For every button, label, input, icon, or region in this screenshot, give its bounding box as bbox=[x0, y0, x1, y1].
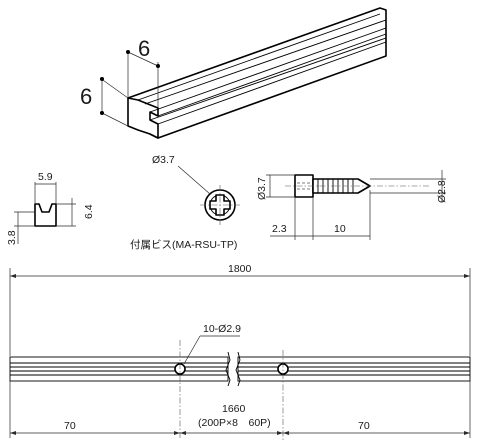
rail-groove-line-4 bbox=[149, 37, 387, 121]
rail-edge-line-1 bbox=[137, 13, 381, 101]
hole-leader bbox=[183, 335, 201, 365]
rail-end-face bbox=[127, 97, 159, 139]
width-dim-dot-left bbox=[126, 50, 130, 54]
screw-side-view: Ø3.7 Ø2.8 2.3 10 bbox=[256, 170, 448, 240]
break-line-right bbox=[235, 351, 241, 387]
plan-bottom-arrow-r1 bbox=[283, 431, 289, 435]
plan-bottom-arrow-m1 bbox=[180, 431, 186, 435]
plan-bottom-arrow-m2 bbox=[277, 431, 283, 435]
screw-body-length-label: 10 bbox=[334, 223, 346, 235]
section-profile bbox=[34, 203, 57, 227]
plan-total-label: 1800 bbox=[228, 263, 252, 275]
screw-head-length-label: 2.3 bbox=[272, 223, 287, 235]
screw-head-dia-label: Ø3.7 bbox=[152, 154, 175, 166]
rail-body bbox=[127, 7, 387, 139]
screw-head-leader bbox=[177, 165, 211, 195]
width-label: 6 bbox=[138, 36, 150, 61]
rail-plan-view: 1800 10-Ø2.9 70 1660 bbox=[9, 263, 471, 440]
rail-groove-line-2 bbox=[157, 33, 387, 117]
plan-total-arrow-left bbox=[10, 274, 16, 278]
right-end-label: 70 bbox=[358, 420, 370, 432]
screw-tip-dia-label: Ø2.8 bbox=[436, 180, 448, 203]
height-ext-bottom bbox=[99, 111, 129, 127]
screw-caption: 付属ビス(MA-RSU-TP) bbox=[130, 238, 237, 251]
screw-body-head-dia-label: Ø3.7 bbox=[256, 177, 268, 200]
section-view: 5.9 6.4 3.8 bbox=[6, 171, 95, 245]
rail-3d-view: 6 6 bbox=[80, 7, 387, 139]
section-base-label: 3.8 bbox=[6, 230, 18, 245]
plan-bottom-arrow-l2 bbox=[174, 431, 180, 435]
plan-bottom-arrow-r2 bbox=[464, 431, 470, 435]
height-dim-dot-bottom bbox=[100, 111, 104, 115]
height-ext-top bbox=[99, 77, 129, 99]
section-width-label: 5.9 bbox=[38, 171, 53, 183]
height-dim-dot-top bbox=[100, 77, 104, 81]
plan-bottom-arrow-l1 bbox=[10, 431, 16, 435]
height-label: 6 bbox=[80, 84, 92, 109]
rail-strip-right bbox=[237, 356, 471, 382]
holes-label: 10-Ø2.9 bbox=[203, 323, 241, 335]
rail-groove-line-3 bbox=[157, 41, 387, 125]
plan-total-arrow-right bbox=[464, 274, 470, 278]
pitch-detail-label: (200P×8 60P) bbox=[198, 417, 271, 429]
pitch-label: 1660 bbox=[222, 403, 246, 415]
left-end-label: 70 bbox=[64, 420, 76, 432]
rail-strip-left bbox=[9, 356, 229, 382]
width-dim-line bbox=[127, 51, 159, 67]
section-height-label: 6.4 bbox=[83, 204, 95, 219]
rail-edge-line-2 bbox=[144, 19, 387, 105]
screw-head-view: Ø3.7 付属ビス(MA-RSU-TP) bbox=[130, 154, 240, 251]
break-line-left bbox=[225, 351, 231, 387]
width-dim-dot-right bbox=[156, 64, 160, 68]
screw-body bbox=[312, 178, 371, 194]
rail-groove-line-1 bbox=[149, 27, 387, 113]
